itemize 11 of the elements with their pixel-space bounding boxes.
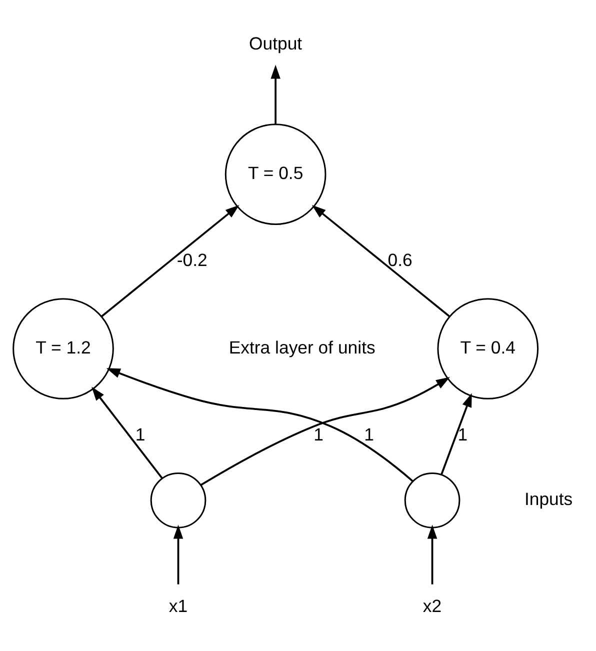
- edge-label: 1: [314, 424, 324, 444]
- edge-label: 1: [458, 424, 468, 444]
- edge-label: 1: [135, 424, 146, 444]
- node-text: x1: [168, 595, 188, 616]
- edge-label: -0.2: [176, 250, 208, 270]
- label: Inputs: [524, 488, 573, 509]
- node-text: x2: [422, 595, 442, 616]
- node-text: Output: [249, 32, 302, 53]
- edge-label: 0.6: [388, 250, 412, 270]
- edge-label: 1: [364, 424, 374, 444]
- label: Extra layer of units: [228, 336, 376, 357]
